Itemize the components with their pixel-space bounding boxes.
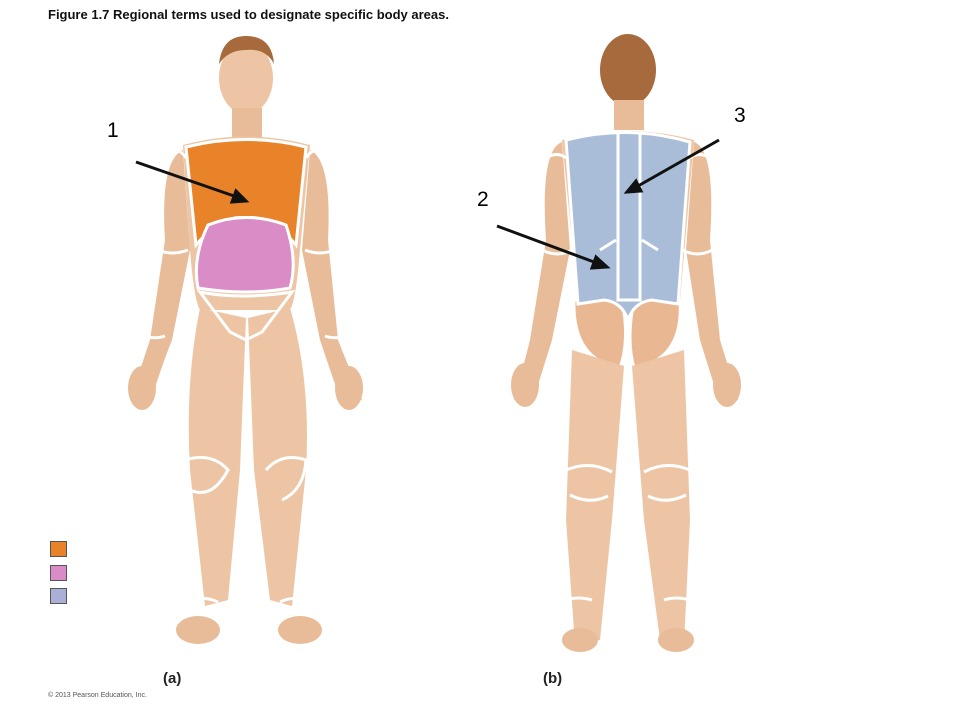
copyright-notice: © 2013 Pearson Education, Inc. (48, 692, 147, 699)
callout-arrow-2 (496, 224, 595, 264)
legend-swatch-pink (50, 565, 67, 581)
posterior-body (511, 34, 741, 652)
abdominal-region (194, 216, 295, 294)
callout-arrow-1 (135, 160, 235, 198)
legend-swatch-orange (50, 541, 67, 557)
panel-label-a: (a) (163, 670, 182, 687)
callout-arrow-3 (637, 138, 720, 188)
arrowhead-2 (589, 254, 611, 270)
callout-number-3: 3 (734, 104, 746, 127)
callout-number-1: 1 (107, 119, 119, 142)
arrowhead-1 (229, 188, 250, 204)
figure-title: Figure 1.7 Regional terms used to design… (48, 7, 449, 22)
anterior-body (128, 36, 363, 644)
back-region (564, 131, 692, 325)
callout-number-2: 2 (477, 188, 489, 211)
legend-swatch-blue (50, 588, 67, 604)
panel-label-b: (b) (543, 670, 563, 687)
callout-arrows (135, 138, 720, 270)
arrowhead-3 (623, 178, 644, 194)
